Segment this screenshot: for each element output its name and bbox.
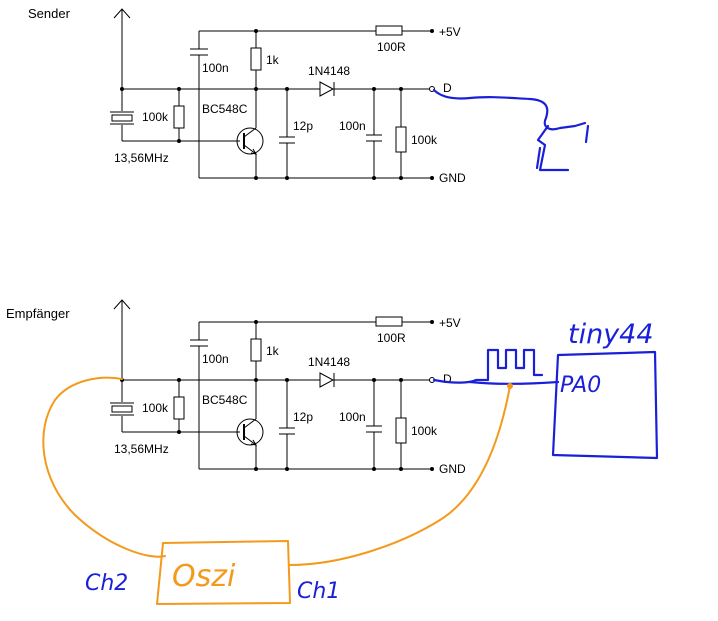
rx-label-d: D: [443, 372, 452, 386]
rx-label-r-100k-left: 100k: [142, 401, 169, 415]
rx-label-5v: +5V: [439, 316, 461, 330]
rx-label-diode: 1N4148: [308, 355, 350, 369]
label-5v: +5V: [439, 25, 461, 39]
rx-label-gnd: GND: [439, 462, 466, 476]
label-transistor: BC548C: [202, 102, 248, 116]
label-r-out: 100k: [411, 133, 438, 147]
rx-label-r-100r: 100R: [377, 331, 406, 345]
rx-label-crystal: 13,56MHz: [114, 442, 169, 456]
label-diode: 1N4148: [308, 64, 350, 78]
label-crystal: 13,56MHz: [114, 151, 169, 165]
label-r-100k-left: 100k: [142, 110, 169, 124]
sender-antenna-scribble: [432, 88, 590, 172]
rx-label-c-12p: 12p: [293, 410, 313, 424]
rx-label-c-top: 100n: [202, 352, 229, 366]
label-gnd: GND: [439, 171, 466, 185]
scope-box: [156, 540, 291, 605]
pin-label: PA0: [560, 373, 601, 398]
rx-label-r-out: 100k: [411, 424, 438, 438]
rx-label-c-out: 100n: [339, 410, 366, 424]
pulse-signal-wire: [432, 348, 560, 385]
probe-tip: [507, 383, 513, 389]
label-r-100r: 100R: [377, 40, 406, 54]
label-d: D: [443, 81, 452, 95]
rx-label-r-1k: 1k: [266, 344, 280, 358]
receiver-circuit: 100n 1k 100R +5V 1N4148 D 100k BC548C 13…: [110, 299, 466, 476]
label-c-out: 100n: [339, 119, 366, 133]
label-c-12p: 12p: [293, 119, 313, 133]
probe-ch2-wire: [42, 376, 166, 558]
mcu-box: [551, 350, 659, 460]
mcu-label: tiny44: [568, 319, 654, 350]
rx-label-transistor: BC548C: [202, 393, 248, 407]
sender-circuit: 100n 1k 100R +5V 1N4148 D 100k BC548C 13…: [110, 8, 466, 185]
label-c-top: 100n: [202, 61, 229, 75]
ch1-label: Ch1: [297, 579, 340, 604]
label-r-1k: 1k: [266, 53, 280, 67]
receiver-title: Empfänger: [6, 306, 70, 321]
probe-ch1-wire: [289, 385, 511, 566]
sender-title: Sender: [28, 6, 71, 21]
scope-label: Oszi: [172, 559, 236, 594]
ch2-label: Ch2: [85, 571, 128, 596]
